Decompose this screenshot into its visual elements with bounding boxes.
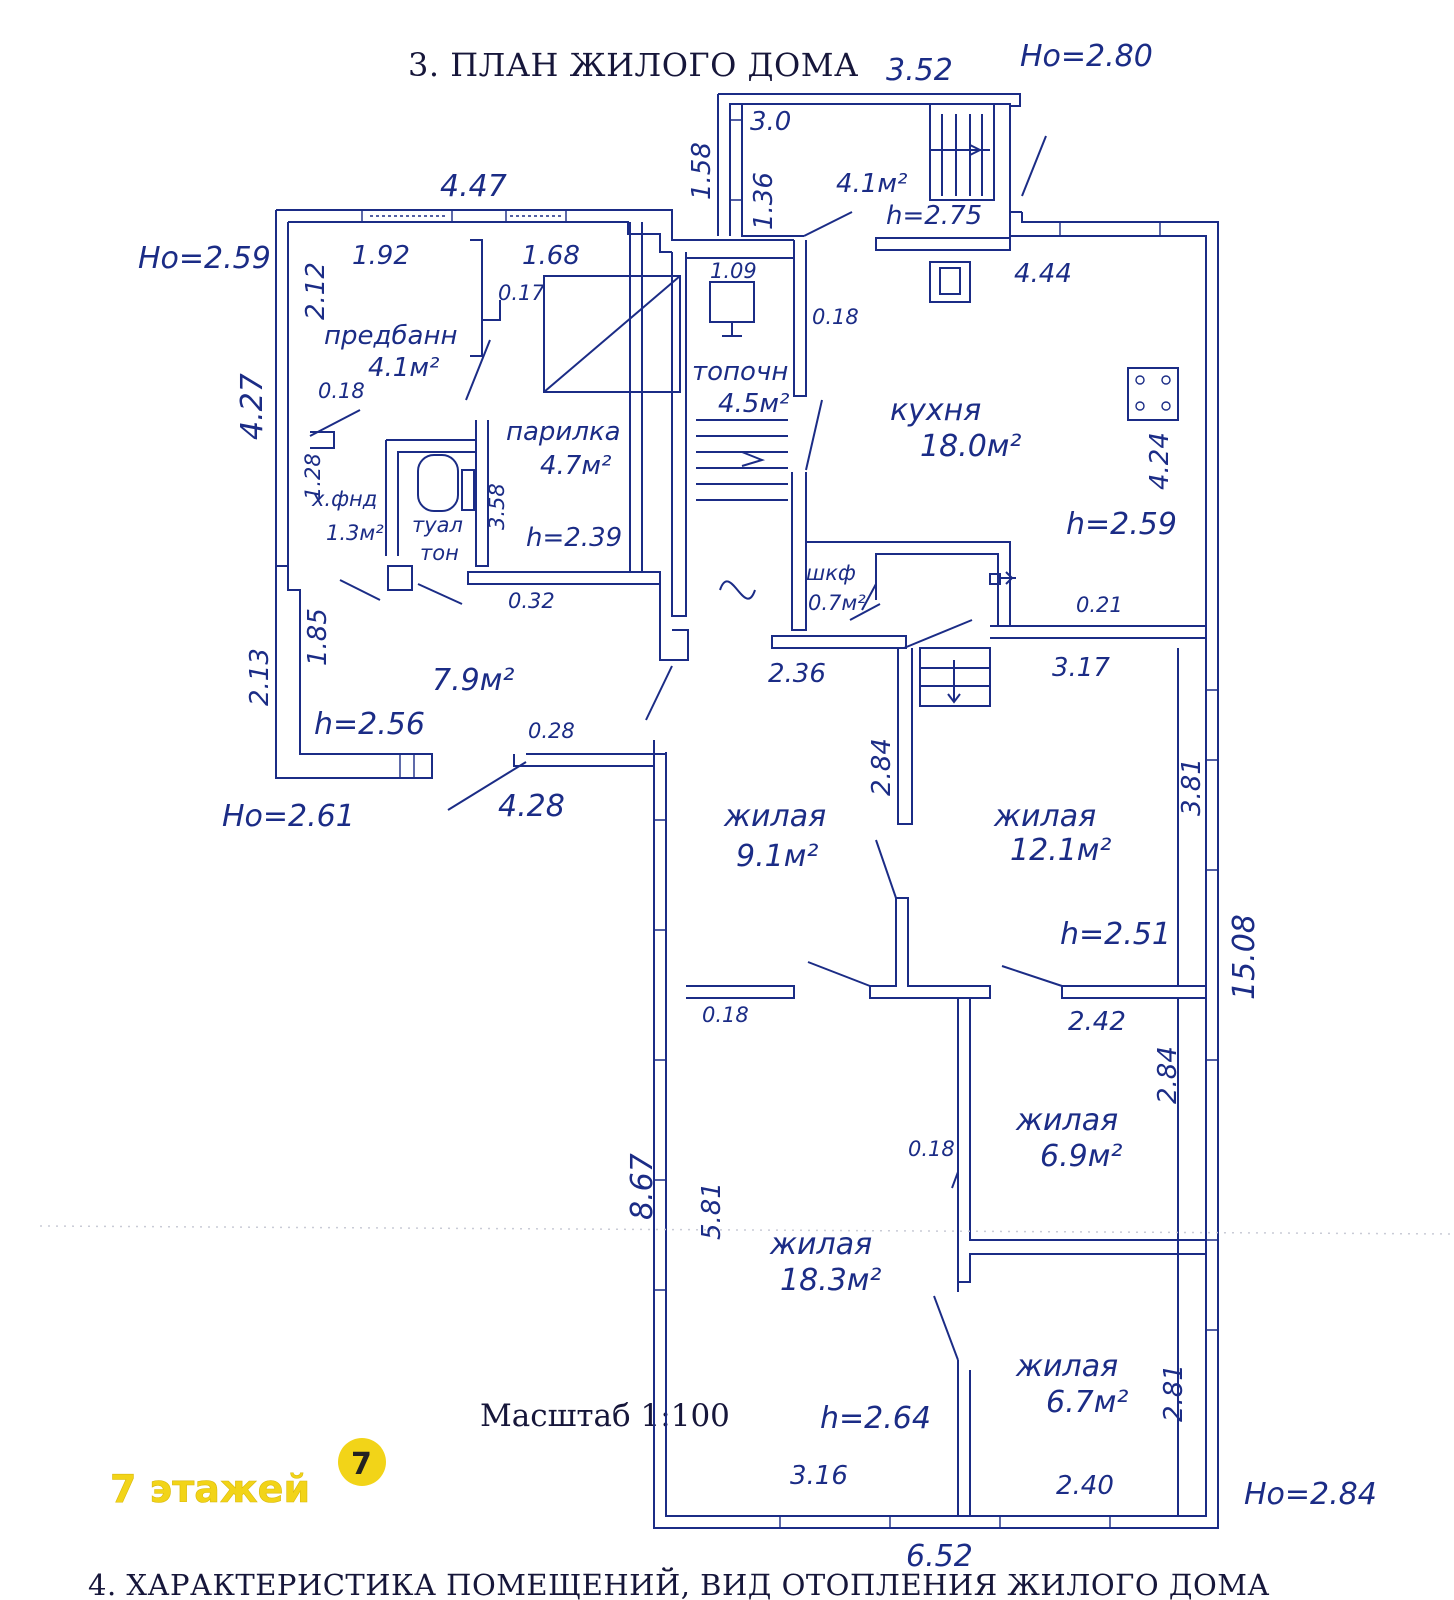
dim-top-30: 3.0 xyxy=(750,107,791,137)
dim-d-021: 0.21 xyxy=(1076,593,1123,617)
room-name-living-4: жилая xyxy=(769,1227,872,1262)
dim-v-358: 3.58 xyxy=(485,483,509,530)
room-height-living-2: h=2.51 xyxy=(1060,917,1171,952)
dim-w-192: 1.92 xyxy=(352,241,410,271)
room-name-predbann: предбанн xyxy=(324,321,457,351)
room-area-living-3: 6.9м² xyxy=(1040,1139,1122,1174)
watermark: 7 этажей 7 xyxy=(110,1438,386,1511)
dim-w-428: 4.28 xyxy=(498,789,565,824)
dim-v-281: 2.81 xyxy=(1159,1364,1189,1422)
dim-w-447: 4.47 xyxy=(440,169,507,204)
room-height-parilka: h=2.39 xyxy=(526,523,622,553)
dim-d-018d: 0.18 xyxy=(908,1137,955,1161)
room-name-kitchen: кухня xyxy=(890,393,981,428)
room-area-hall: 7.9м² xyxy=(432,663,514,698)
dim-v-424: 4.24 xyxy=(1145,432,1175,490)
room-name-parilka: парилка xyxy=(506,417,621,447)
ho-top: Ho=2.80 xyxy=(1020,39,1153,74)
room-area-predbann: 4.1м² xyxy=(368,353,439,383)
dim-d-018c: 0.18 xyxy=(702,1003,749,1027)
dim-d-018b: 0.18 xyxy=(318,379,365,403)
dim-w-317: 3.17 xyxy=(1052,653,1110,683)
room-height-living-4: h=2.64 xyxy=(820,1401,931,1436)
room-name-living-2: жилая xyxy=(993,799,1096,834)
height-marks: Ho=2.80 Ho=2.59 Ho=2.61 Ho=2.84 xyxy=(138,39,1377,1512)
partitions xyxy=(310,104,1207,1516)
room-name2-toilet: тон xyxy=(420,541,459,565)
dim-v-581: 5.81 xyxy=(697,1182,727,1240)
dim-v-284a: 2.84 xyxy=(867,738,897,796)
dim-w-236: 2.36 xyxy=(768,659,826,689)
ho-bottom-left: Ho=2.61 xyxy=(222,799,355,834)
room-area-living-2: 12.1м² xyxy=(1010,833,1111,868)
room-labels: предбанн 4.1м² парилка 4.7м² h=2.39 топо… xyxy=(311,169,1177,1436)
room-area-living-1: 9.1м² xyxy=(736,839,818,874)
plan-title: 3. ПЛАН ЖИЛОГО ДОМА xyxy=(408,46,859,84)
dim-top-352: 3.52 xyxy=(886,53,953,88)
dim-w-444: 4.44 xyxy=(1014,259,1072,289)
room-name-topochn: топочн xyxy=(692,357,788,387)
dim-v-284b: 2.84 xyxy=(1153,1046,1183,1104)
door-swings xyxy=(309,135,1063,1361)
room-name-living-1: жилая xyxy=(723,799,826,834)
dim-v-867: 8.67 xyxy=(625,1153,660,1220)
room-name-living-5: жилая xyxy=(1015,1349,1118,1384)
room-height-kitchen: h=2.59 xyxy=(1066,507,1177,542)
room-area-wardrobe: 0.7м² xyxy=(808,591,866,615)
dim-w-652: 6.52 xyxy=(906,1539,973,1574)
dim-v-158: 1.58 xyxy=(687,142,717,200)
room-height-vestibule: h=2.75 xyxy=(886,201,982,231)
section-footer-title: 4. ХАРАКТЕРИСТИКА ПОМЕЩЕНИЙ, ВИД ОТОПЛЕН… xyxy=(88,1566,1270,1600)
dim-d-018a: 0.18 xyxy=(812,305,859,329)
room-name-storage: х.фнд xyxy=(311,487,377,511)
room-area-vestibule: 4.1м² xyxy=(836,169,907,199)
dim-v-427: 4.27 xyxy=(235,373,270,440)
room-area-living-4: 18.3м² xyxy=(780,1263,881,1298)
ho-bottom-right: Ho=2.84 xyxy=(1244,1477,1377,1512)
dim-v-1508: 15.08 xyxy=(1227,914,1262,1000)
dim-d-028: 0.28 xyxy=(528,719,575,743)
room-area-kitchen: 18.0м² xyxy=(920,429,1021,464)
room-area-topochn: 4.5м² xyxy=(718,389,789,419)
dimensions: 3.52 3.0 1.58 1.36 4.47 1.92 1.68 2.12 0… xyxy=(235,53,1262,1574)
dim-d-017: 0.17 xyxy=(498,281,545,305)
dim-v-185: 1.85 xyxy=(303,608,333,666)
dim-d-032: 0.32 xyxy=(508,589,555,613)
dim-v-213: 2.13 xyxy=(245,648,275,706)
room-name-toilet: туал xyxy=(412,513,463,537)
dim-v-212: 2.12 xyxy=(301,262,331,320)
dim-w-109: 1.09 xyxy=(710,259,757,283)
dim-w-316: 3.16 xyxy=(790,1461,848,1491)
ho-left: Ho=2.59 xyxy=(138,241,271,276)
dim-w-240: 2.40 xyxy=(1056,1471,1114,1501)
watermark-badge: 7 xyxy=(351,1447,372,1482)
dim-w-168: 1.68 xyxy=(522,241,580,271)
room-name-living-3: жилая xyxy=(1015,1103,1118,1138)
scan-crease xyxy=(39,1225,1454,1235)
dim-v-381: 3.81 xyxy=(1177,758,1207,816)
walls xyxy=(275,93,1219,1529)
dim-v-136: 1.36 xyxy=(749,172,779,230)
room-height-hall: h=2.56 xyxy=(314,707,425,742)
room-name-wardrobe: шкф xyxy=(806,561,856,585)
watermark-text: 7 этажей xyxy=(110,1467,310,1511)
dim-w-242: 2.42 xyxy=(1068,1007,1126,1037)
room-area-living-5: 6.7м² xyxy=(1046,1385,1128,1420)
room-area-parilka: 4.7м² xyxy=(540,451,611,481)
watermark-logo-icon xyxy=(338,1438,386,1486)
dim-v-128: 1.28 xyxy=(301,453,325,500)
scale-label: Масштаб 1:100 xyxy=(480,1398,730,1434)
room-area-storage: 1.3м² xyxy=(326,521,384,545)
